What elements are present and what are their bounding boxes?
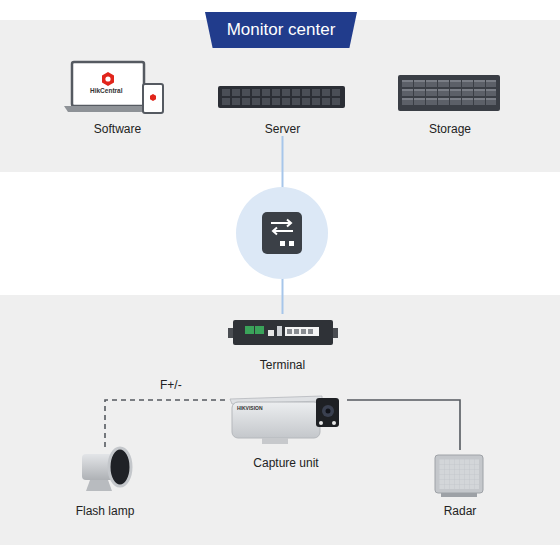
connector [347, 400, 460, 450]
terminal-node: Terminal [225, 314, 340, 372]
heading-text: Monitor center [227, 20, 336, 40]
device-label: Radar [444, 504, 477, 518]
device-label: Terminal [260, 358, 305, 372]
radar-node: Radar [415, 450, 505, 518]
flash-lamp-node: Flash lamp [60, 447, 150, 518]
device-label: Capture unit [253, 456, 318, 470]
connector [105, 400, 225, 447]
flash-lamp-icon [82, 448, 131, 491]
terminal-icon [228, 320, 338, 345]
camera-icon [230, 396, 339, 444]
software-node: Software [60, 58, 175, 136]
radar-icon [435, 455, 483, 497]
switch-icon [236, 187, 328, 279]
device-label: Server [265, 122, 300, 136]
server-node: Server [215, 80, 350, 136]
bottom-band-fill [0, 295, 560, 545]
storage-node: Storage [390, 70, 510, 136]
capture-unit-node: Capture unit [225, 390, 347, 470]
signal-label: F+/- [160, 378, 182, 392]
heading-tab: Monitor center [205, 12, 357, 48]
monitor-center-band: Monitor centerSoftware Server Storage [0, 20, 560, 172]
device-label: Flash lamp [76, 504, 135, 518]
brand-text: HIKVISION [237, 406, 263, 411]
device-label: Software [94, 122, 141, 136]
device-label: Storage [429, 122, 471, 136]
software-logo-text: HikCentral [90, 88, 123, 95]
